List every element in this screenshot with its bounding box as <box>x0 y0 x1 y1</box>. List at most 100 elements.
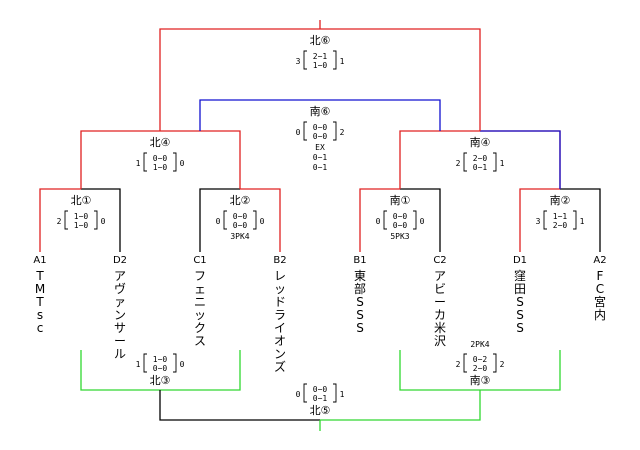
team-seed: C2 <box>433 255 446 266</box>
total-right: 0 <box>420 217 425 226</box>
half-1-score: 2−0 <box>473 154 488 163</box>
team-name-char: S <box>356 321 364 335</box>
team-name-char: ェ <box>194 282 206 296</box>
total-right: 0 <box>101 217 106 226</box>
total-left: 3 <box>296 57 301 66</box>
team-name-char: T <box>35 269 44 283</box>
match-label: 北⑥ <box>310 34 331 47</box>
half-2-score: 0−0 <box>393 221 408 230</box>
team-name-char: ラ <box>274 308 286 322</box>
team-name-char: 宮 <box>594 294 606 309</box>
team-name-char: オ <box>274 334 286 348</box>
team-column: C1 フェニックス <box>193 255 206 348</box>
total-left: 3 <box>536 217 541 226</box>
team-name-char: ル <box>114 347 126 361</box>
score-bracket-left <box>463 353 467 373</box>
line-n5-right <box>320 390 481 421</box>
team-name-char: ニ <box>194 295 206 309</box>
team-name-char: ァ <box>114 295 126 309</box>
half-2-score: 1−0 <box>74 221 89 230</box>
pk-note: 5PK3 <box>390 232 409 241</box>
half-1-score: 2−1 <box>313 52 328 61</box>
bracket-lines <box>39 20 601 431</box>
team-name-char: 部 <box>354 281 366 296</box>
total-left: 0 <box>216 217 221 226</box>
team-name-char: 米 <box>434 321 446 335</box>
team-name-char: ヴ <box>114 281 126 296</box>
total-right: 0 <box>180 159 185 168</box>
pk-note: 2PK4 <box>470 340 489 349</box>
total-left: 0 <box>296 128 301 137</box>
extra-time-1: 0−1 <box>313 153 328 162</box>
score-bracket-right <box>413 210 417 230</box>
team-name-char: T <box>35 295 44 309</box>
total-right: 0 <box>180 360 185 369</box>
team-name-char: S <box>516 295 524 309</box>
team-seed: D1 <box>513 255 527 266</box>
total-right: 1 <box>500 159 505 168</box>
half-2-score: 1−0 <box>313 61 328 70</box>
score-bracket-right <box>493 353 497 373</box>
score-bracket-right <box>333 50 337 70</box>
team-seed: B1 <box>353 255 366 266</box>
half-1-score: 0−0 <box>233 212 248 221</box>
total-left: 2 <box>456 159 461 168</box>
line-s1-loser-c2 <box>400 188 441 252</box>
team-name-char: ア <box>114 269 126 283</box>
score-bracket-right <box>333 383 337 403</box>
score-bracket-right <box>253 210 257 230</box>
score-bracket-left <box>143 353 147 373</box>
team-name-char: 沢 <box>434 334 446 348</box>
half-2-score: 0−0 <box>313 132 328 141</box>
score-bracket-left <box>223 210 227 230</box>
team-name-char: ビ <box>434 282 446 296</box>
team-name-char: 田 <box>514 282 526 296</box>
half-1-score: 0−0 <box>393 212 408 221</box>
score-bracket-right <box>94 210 98 230</box>
total-left: 2 <box>456 360 461 369</box>
team-name-char: ッ <box>194 308 206 322</box>
score-bracket-right <box>573 210 577 230</box>
team-seed: C1 <box>193 255 206 266</box>
team-name-char: ズ <box>274 359 286 374</box>
score-bracket-left <box>463 152 467 172</box>
team-name: レッドライオンズ <box>274 269 286 374</box>
team-name-char: s <box>37 308 43 322</box>
score-bracket-right <box>493 152 497 172</box>
half-2-score: 0−0 <box>233 221 248 230</box>
team-name-char: c <box>37 321 44 335</box>
match-label: 南③ <box>470 374 491 387</box>
half-1-score: 1−0 <box>74 212 89 221</box>
line-s4-blue-right <box>480 130 561 189</box>
score-bracket-left <box>303 121 307 141</box>
total-left: 0 <box>376 217 381 226</box>
team-name: フェニックス <box>194 269 206 348</box>
extra-time-label: EX <box>315 143 325 152</box>
team-name-char: サ <box>114 321 126 335</box>
team-seed: D2 <box>113 255 127 266</box>
team-name-char: カ <box>434 308 446 322</box>
team-name-char: S <box>516 321 524 335</box>
half-1-score: 0−0 <box>313 385 328 394</box>
total-right: 1 <box>340 390 345 399</box>
team-name-char: C <box>596 282 604 296</box>
line-n1-loser-d2 <box>81 188 121 252</box>
team-name-char: S <box>356 308 364 322</box>
team-name-char: ク <box>194 321 206 335</box>
team-name-char: レ <box>274 269 286 283</box>
half-2-score: 0−1 <box>313 394 328 403</box>
team-name-char: F <box>597 269 604 283</box>
total-right: 1 <box>340 57 345 66</box>
